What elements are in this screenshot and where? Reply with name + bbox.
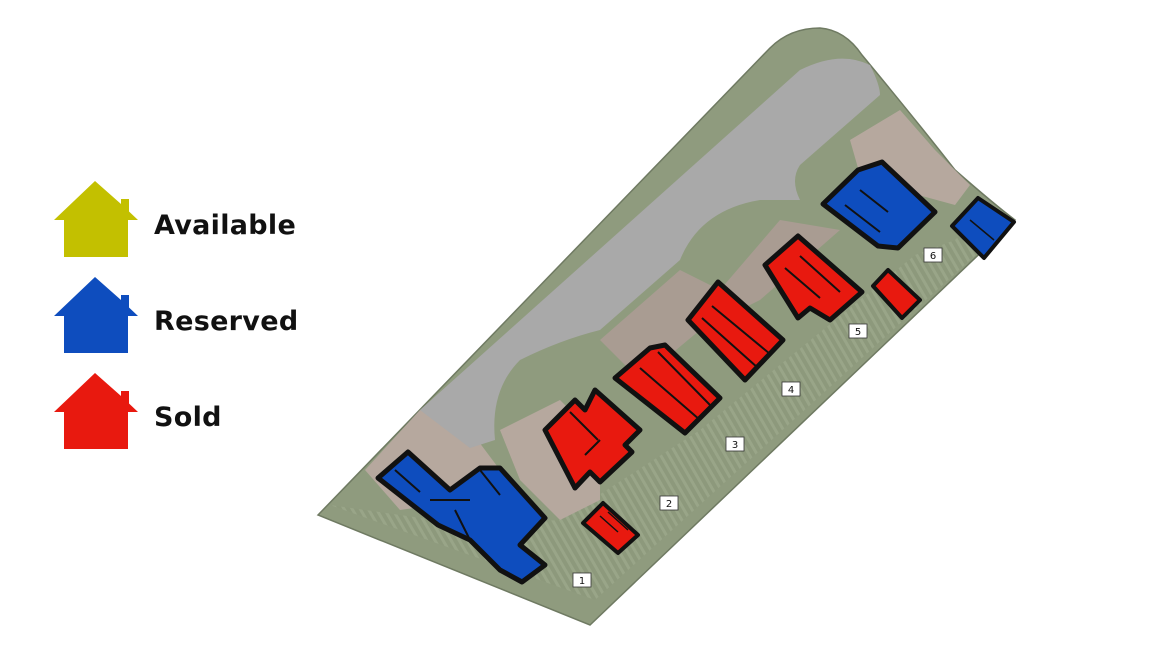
house-plot-5[interactable] [762, 233, 865, 323]
legend-label-available: Available [154, 210, 297, 241]
svg-text:3: 3 [732, 440, 738, 451]
svg-text:6: 6 [930, 251, 936, 262]
house-plot-6[interactable] [820, 159, 938, 251]
garage-plot-2[interactable] [581, 501, 640, 555]
house-plot-4[interactable] [685, 279, 786, 383]
legend-label-sold: Sold [154, 402, 222, 433]
garage-plot-6[interactable] [950, 196, 1016, 260]
house-plot-3[interactable] [612, 342, 723, 436]
plot-label-4: 4 [781, 381, 801, 397]
house-plot-2[interactable] [542, 387, 643, 491]
house-icon-reserved [54, 277, 138, 353]
svg-text:5: 5 [855, 327, 861, 338]
house-plot-1[interactable] [375, 449, 548, 585]
legend-item-reserved: Reserved [52, 276, 332, 356]
legend-item-sold: Sold [52, 372, 332, 452]
svg-text:4: 4 [788, 385, 794, 396]
plot-label-5: 5 [848, 323, 868, 339]
house-icon-available [54, 181, 138, 257]
plot-gardens [330, 210, 1012, 600]
plot-label-2: 2 [659, 495, 679, 511]
legend-item-available: Available [52, 180, 332, 260]
svg-text:2: 2 [666, 499, 672, 510]
plot-label-6: 6 [923, 247, 943, 263]
legend-label-reserved: Reserved [154, 306, 299, 337]
garage-plot-5[interactable] [871, 268, 922, 320]
house-icon-sold [54, 373, 138, 449]
svg-text:1: 1 [579, 576, 585, 587]
plot-label-3: 3 [725, 436, 745, 452]
road [420, 58, 880, 449]
plot-label-1: 1 [572, 572, 592, 588]
